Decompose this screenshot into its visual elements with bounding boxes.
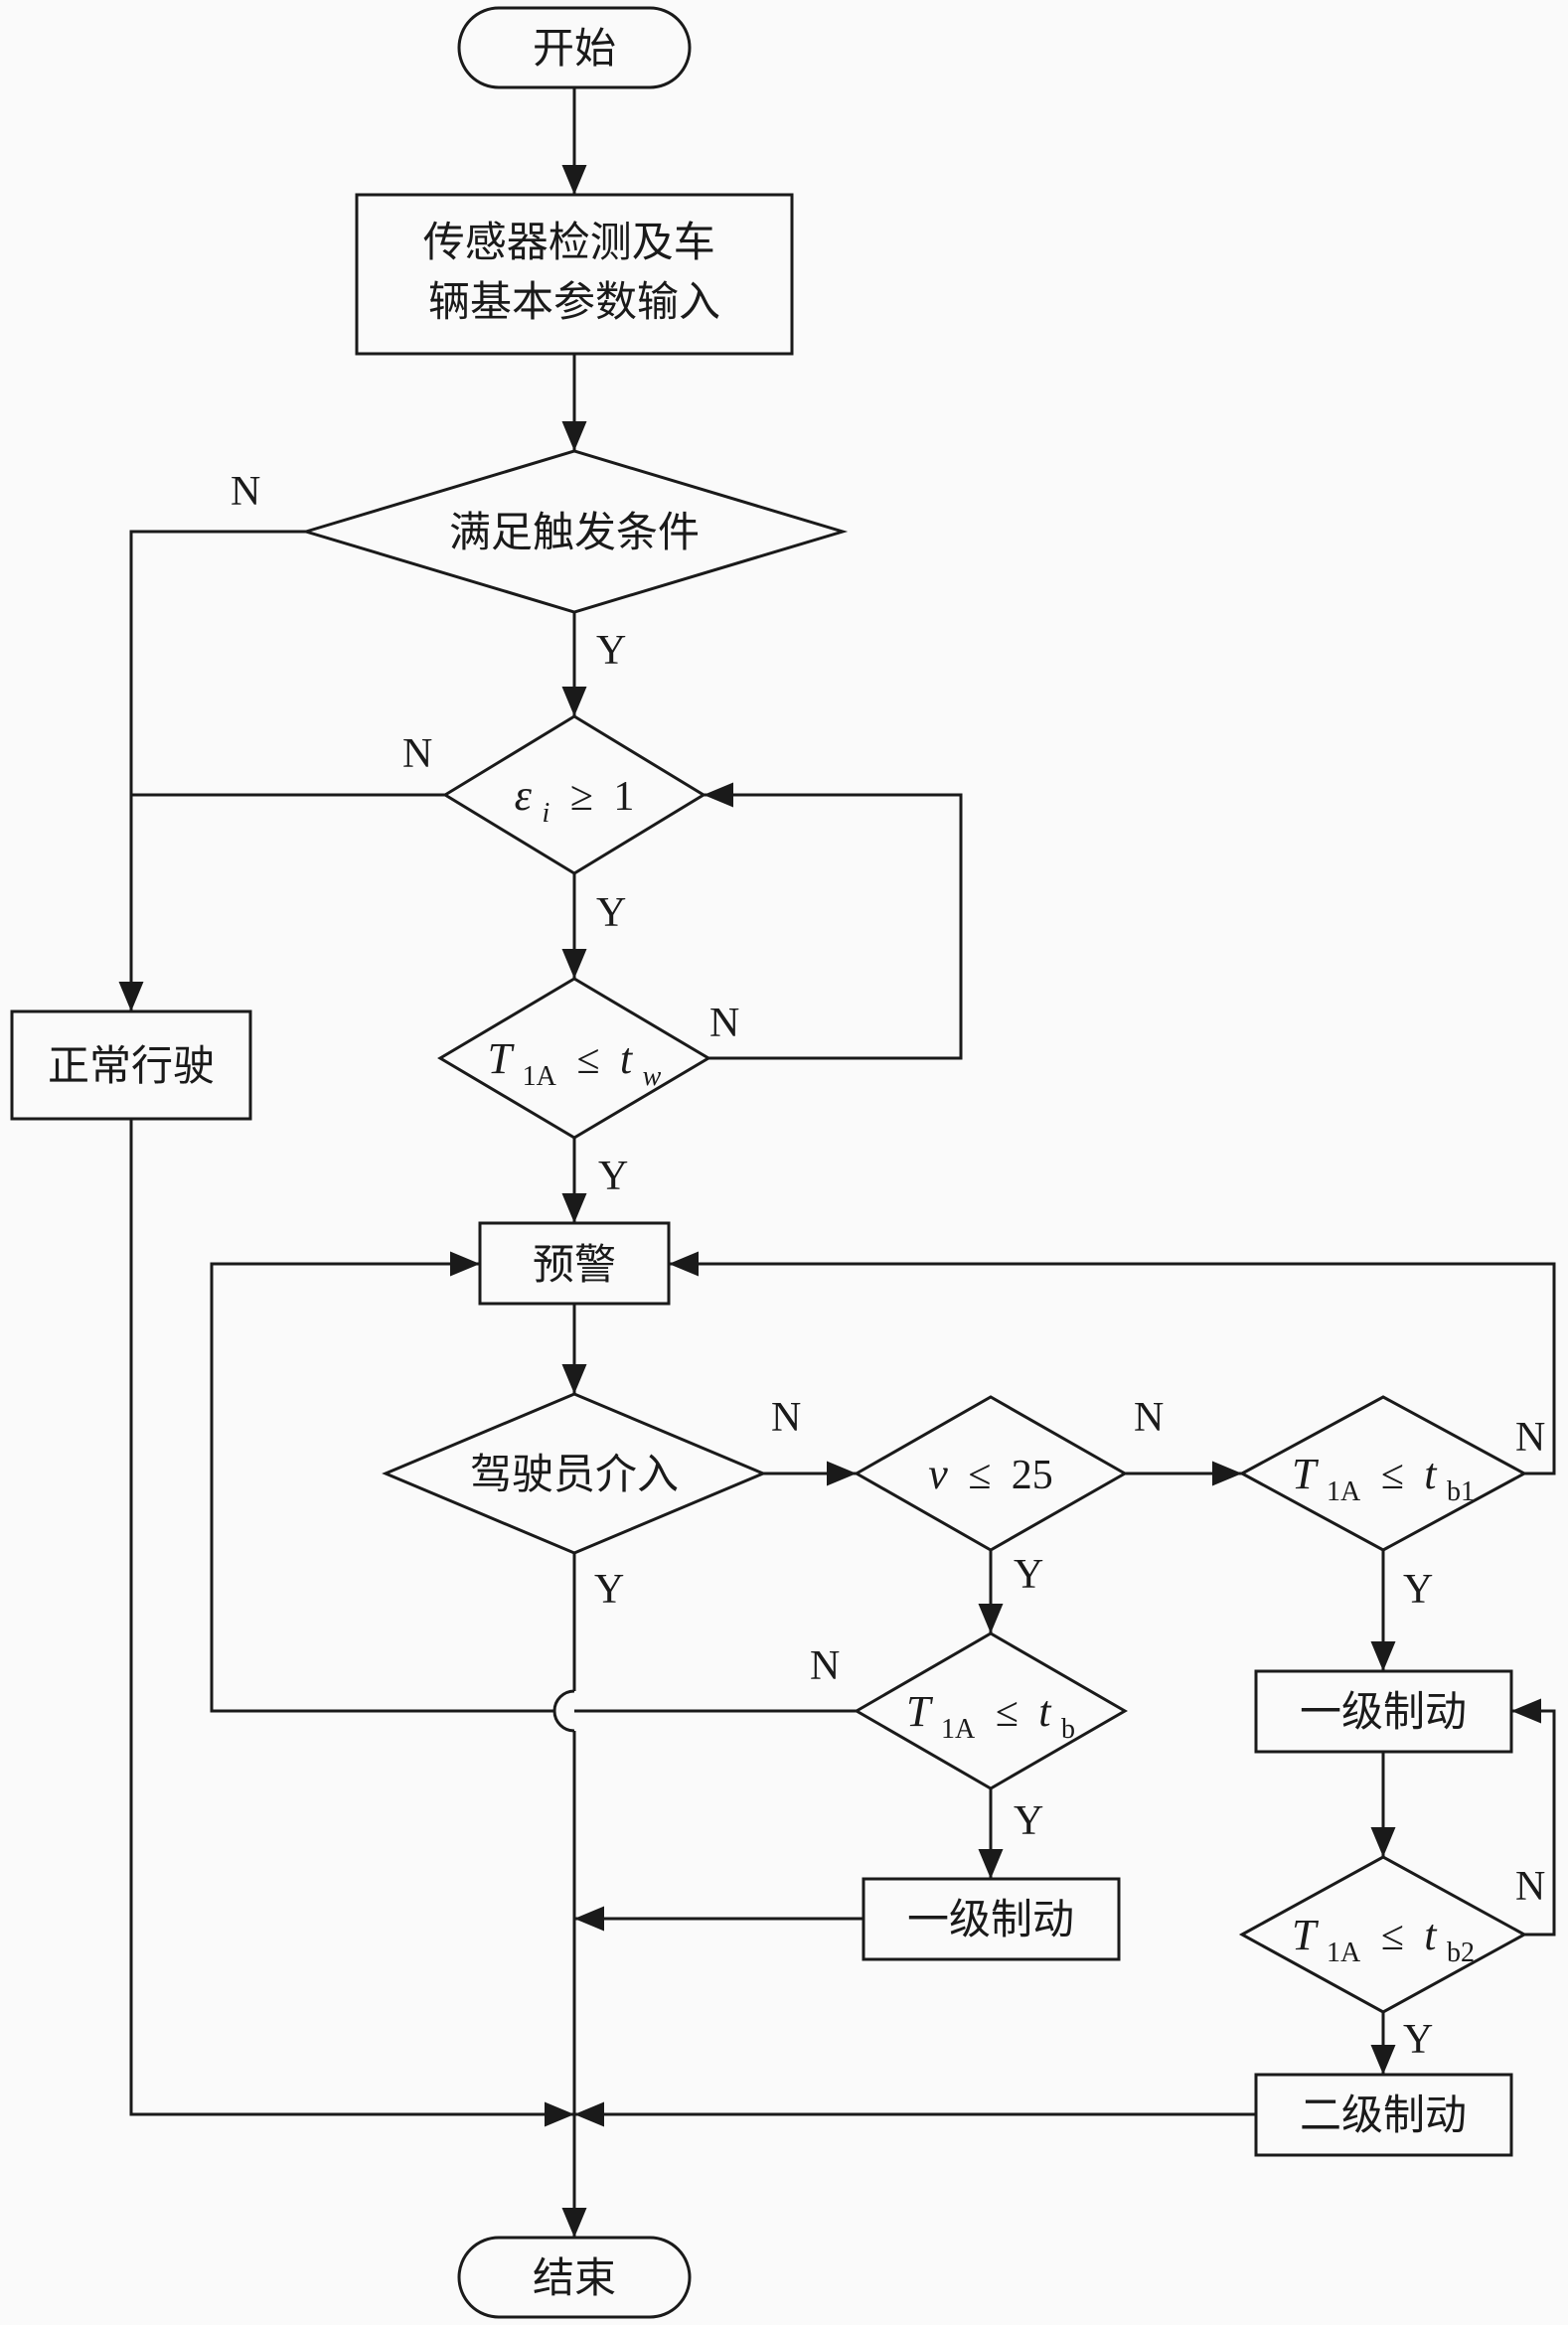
label-tw-no: N xyxy=(709,1001,739,1046)
edge-tb-no-loop-to-warn xyxy=(210,1251,857,1713)
brake1-high-label: 一级制动 xyxy=(1300,1690,1467,1736)
label-tb2-no: N xyxy=(1515,1864,1545,1910)
tw-label: T 1A ≤ t w xyxy=(488,1034,662,1095)
node-brake1-high: 一级制动 xyxy=(1254,1669,1513,1754)
sensor-input-label: 传感器检测及车 辆基本参数输入 xyxy=(423,220,726,326)
end-terminator-shape xyxy=(457,2236,692,2319)
brake1-high-shape xyxy=(1254,1669,1513,1754)
node-tb1-check: T 1A ≤ t b1 xyxy=(1238,1395,1528,1552)
prewarn-shape xyxy=(478,1221,671,1306)
label-tb-yes: Y xyxy=(1014,1798,1043,1844)
prewarn-label: 预警 xyxy=(533,1243,616,1289)
node-tb2-check: T 1A ≤ t b2 xyxy=(1238,1855,1528,2014)
epsilon-decision-shape xyxy=(442,714,706,875)
label-tb2-yes: Y xyxy=(1403,2017,1433,2063)
brake2-shape xyxy=(1254,2073,1513,2157)
normal-drive-label: 正常行驶 xyxy=(48,1044,215,1090)
label-eps-no: N xyxy=(402,731,432,777)
node-brake1-low: 一级制动 xyxy=(862,1877,1121,1961)
edge-tb2-no-loop xyxy=(1511,1698,1556,1937)
tb2-decision-shape xyxy=(1238,1855,1528,2014)
node-epsilon-check: ε i ≥ 1 xyxy=(442,714,706,875)
label-eps-yes: Y xyxy=(596,890,626,936)
trigger-label: 满足触发条件 xyxy=(449,511,700,556)
normal-drive-shape xyxy=(10,1009,252,1121)
node-end: 结束 xyxy=(457,2236,692,2319)
node-trigger-condition: 满足触发条件 xyxy=(300,449,849,614)
end-label: 结束 xyxy=(533,2256,616,2302)
edge-normal-merge xyxy=(129,1119,574,2127)
speed-decision-shape xyxy=(853,1395,1129,1552)
label-tb1-yes: Y xyxy=(1403,1567,1433,1613)
label-driver-no: N xyxy=(771,1395,801,1441)
label-driver-yes: Y xyxy=(594,1567,624,1613)
node-sensor-input: 传感器检测及车 辆基本参数输入 xyxy=(355,193,794,356)
edge-trigger-no xyxy=(118,530,306,1011)
epsilon-label: ε i ≥ 1 xyxy=(515,771,635,832)
node-tw-check: T 1A ≤ t w xyxy=(437,977,711,1140)
label-trigger-yes: Y xyxy=(596,628,626,674)
tb1-label: T 1A ≤ t b1 xyxy=(1292,1450,1475,1510)
label-tb1-no: N xyxy=(1515,1415,1545,1461)
node-driver-intervention: 驾驶员介入 xyxy=(382,1392,767,1555)
driver-decision-shape xyxy=(382,1392,767,1555)
node-speed-check: v ≤ 25 xyxy=(853,1395,1129,1552)
label-trigger-no: N xyxy=(231,469,260,515)
start-terminator-shape xyxy=(457,6,692,89)
brake1-low-label: 一级制动 xyxy=(907,1898,1074,1943)
edge-hop-bridge xyxy=(552,1689,575,1733)
tw-decision-shape xyxy=(437,977,711,1140)
sensor-input-shape xyxy=(355,193,794,356)
brake2-label: 二级制动 xyxy=(1300,2093,1467,2139)
tb-label: T 1A ≤ t b xyxy=(906,1687,1075,1748)
node-normal-drive: 正常行驶 xyxy=(10,1009,252,1121)
tb-decision-shape xyxy=(854,1631,1128,1790)
speed-label: v ≤ 25 xyxy=(928,1450,1053,1498)
node-brake2: 二级制动 xyxy=(1254,2073,1513,2157)
label-tw-yes: Y xyxy=(598,1154,628,1199)
node-start: 开始 xyxy=(457,6,692,89)
trigger-decision-shape xyxy=(300,449,849,614)
branch-labels: Y N Y N Y N Y N Y N Y N Y N Y N xyxy=(231,469,1545,2063)
tb2-label: T 1A ≤ t b2 xyxy=(1292,1911,1475,1971)
edge-tw-no-loop xyxy=(704,782,963,1060)
driver-label: 驾驶员介入 xyxy=(470,1453,679,1498)
brake1-low-shape xyxy=(862,1877,1121,1961)
node-tb-check: T 1A ≤ t b xyxy=(854,1631,1128,1790)
label-v25-no: N xyxy=(1134,1395,1164,1441)
nodes: 开始 传感器检测及车 辆基本参数输入 满足触发条件 ε i ≥ 1 xyxy=(10,6,1528,2319)
edges xyxy=(118,87,1556,2238)
node-prewarn: 预警 xyxy=(478,1221,671,1306)
start-label: 开始 xyxy=(533,27,616,73)
edge-tb1-no-loop-to-warn xyxy=(669,1251,1556,1475)
label-v25-yes: Y xyxy=(1014,1552,1043,1598)
tb1-decision-shape xyxy=(1238,1395,1528,1552)
label-tb-no: N xyxy=(810,1643,840,1689)
